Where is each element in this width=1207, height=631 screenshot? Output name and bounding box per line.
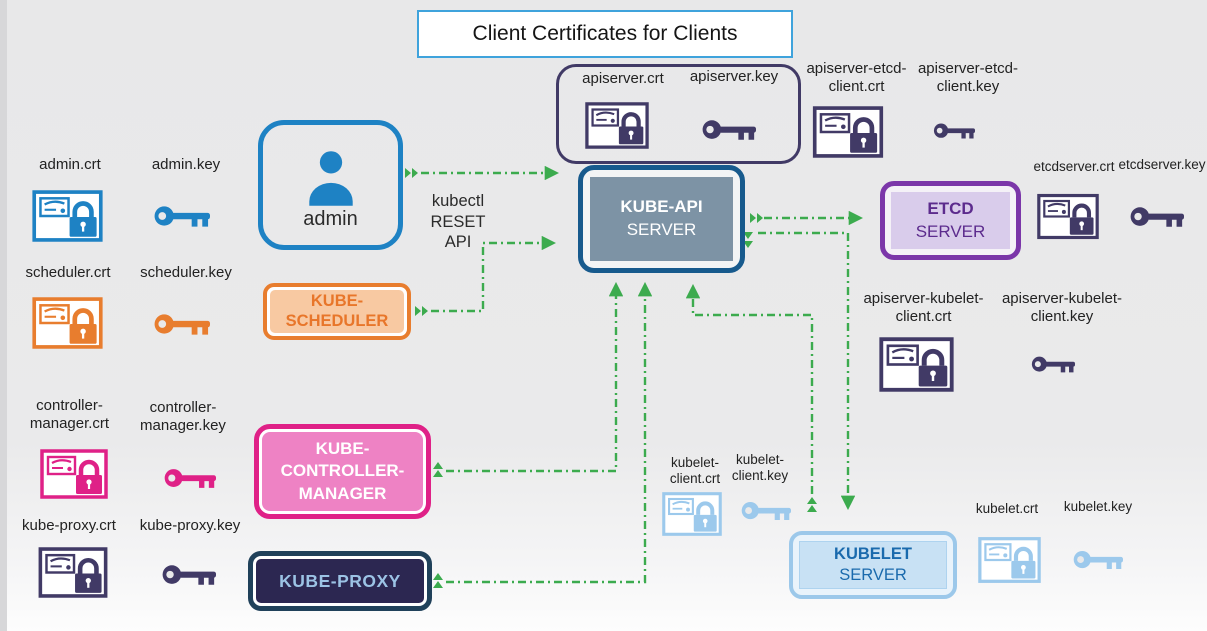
scheduler-certificate-icon — [32, 297, 103, 349]
admin-node: admin — [258, 120, 403, 250]
apiserver-kubelet-client-key-icon — [1030, 354, 1078, 375]
kube-scheduler-label: KUBE-SCHEDULER — [270, 290, 404, 333]
kube-proxy-key-icon — [160, 562, 220, 588]
kube-controller-manager-label: KUBE-CONTROLLER-MANAGER — [262, 432, 423, 511]
apiserver-etcd-client-key-icon — [932, 121, 978, 141]
left-edge-strip — [0, 0, 7, 631]
kube-proxy-key-label: kube-proxy.key — [139, 517, 241, 534]
apiserver-etcd-client-certificate-icon — [812, 106, 884, 158]
etcdserver-crt-label: etcdserver.crt — [1033, 159, 1115, 174]
etcd-server-type: SERVER — [915, 221, 986, 241]
arrow-start-chevrons — [405, 168, 817, 588]
apiserver-kubelet-client-certificate-icon — [879, 337, 954, 392]
kubectl-annotation: kubectl RESET API — [418, 191, 498, 253]
etcd-server-name: ETCD — [927, 198, 974, 218]
apiserver-etcd-client-crt-label: apiserver-etcd-client.crt — [806, 60, 907, 96]
kubelet-client-key-label: kubelet-client.key — [731, 452, 789, 484]
kube-api-server-node: KUBE-API SERVER — [578, 165, 745, 273]
page-title: Client Certificates for Clients — [417, 10, 793, 58]
user-icon — [300, 146, 362, 206]
kube-api-server-type: SERVER — [626, 220, 697, 239]
etcdserver-key-label: etcdserver.key — [1118, 157, 1206, 172]
scheduler-key-label: scheduler.key — [140, 264, 232, 281]
controller-manager-key-icon — [162, 466, 220, 491]
kube-controller-manager-node: KUBE-CONTROLLER-MANAGER — [254, 424, 431, 519]
admin-key-icon — [152, 203, 214, 230]
admin-node-label: admin — [303, 207, 358, 230]
arrow-scheduler-to-apiserver — [431, 235, 557, 313]
controller-manager-certificate-icon — [40, 449, 108, 499]
arrow-kubelet-to-apiserver — [685, 283, 814, 494]
kube-proxy-crt-label: kube-proxy.crt — [22, 517, 116, 534]
apiserver-key-icon — [700, 117, 760, 143]
arrow-controller-to-apiserver — [446, 281, 624, 473]
admin-key-label: admin.key — [151, 156, 221, 173]
kube-scheduler-node: KUBE-SCHEDULER — [263, 283, 411, 340]
kubelet-key-label: kubelet.key — [1063, 499, 1133, 514]
admin-certificate-icon — [32, 190, 103, 242]
kubelet-server-node: KUBELET SERVER — [789, 531, 957, 599]
kubelet-crt-label: kubelet.crt — [975, 501, 1039, 516]
kubelet-client-crt-label: kubelet-client.crt — [669, 455, 721, 487]
rest-api-line: RESET API — [430, 212, 486, 252]
controller-manager-key-label: controller-manager.key — [140, 399, 226, 435]
kube-proxy-certificate-icon — [38, 547, 108, 598]
apiserver-etcd-client-key-label: apiserver-etcd-client.key — [917, 60, 1019, 96]
kube-proxy-label: KUBE-PROXY — [256, 559, 424, 603]
scheduler-crt-label: scheduler.crt — [25, 264, 111, 281]
etcdserver-key-icon — [1128, 204, 1188, 230]
apiserver-kubelet-client-key-label: apiserver-kubelet-client.key — [1001, 290, 1123, 326]
kube-proxy-node: KUBE-PROXY — [248, 551, 432, 611]
controller-manager-crt-label: controller-manager.crt — [29, 397, 110, 433]
apiserver-crt-label: apiserver.crt — [582, 70, 664, 87]
kubelet-server-name: KUBELET — [834, 544, 912, 563]
etcdserver-certificate-icon — [1037, 193, 1099, 240]
kube-api-server-name: KUBE-API — [620, 197, 703, 217]
kubelet-server-type: SERVER — [839, 566, 907, 584]
scheduler-key-icon — [152, 311, 214, 338]
etcd-server-node: ETCD SERVER — [880, 181, 1021, 260]
apiserver-kubelet-client-crt-label: apiserver-kubelet-client.crt — [863, 290, 984, 326]
apiserver-key-label: apiserver.key — [689, 68, 779, 85]
kubectl-line: kubectl — [431, 192, 485, 210]
kubelet-client-certificate-icon — [662, 491, 722, 537]
kubelet-key-icon — [1072, 548, 1126, 572]
kubelet-client-key-icon — [740, 499, 794, 523]
apiserver-cert-group-box — [556, 64, 801, 164]
apiserver-certificate-icon — [585, 102, 649, 149]
kubelet-certificate-icon — [978, 536, 1041, 584]
arrow-apiserver-to-kubelet — [758, 231, 856, 511]
admin-crt-label: admin.crt — [39, 156, 101, 173]
arrow-proxy-to-apiserver — [446, 281, 653, 584]
